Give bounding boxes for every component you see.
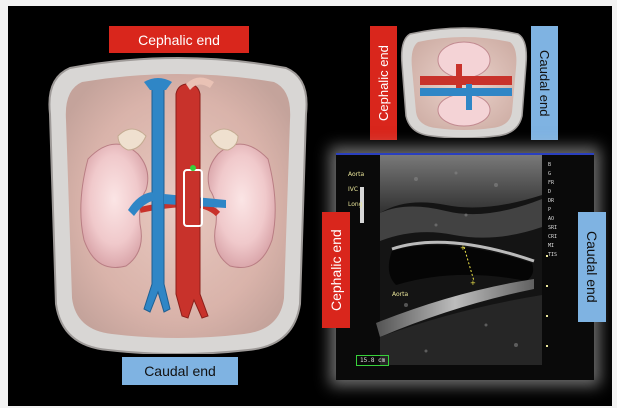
ultrasound-panel: + + Aorta IVC Long Aorta B G FR D DR P A… xyxy=(336,153,594,380)
param-4: DR xyxy=(548,197,557,206)
thumb-lower-kidney xyxy=(438,94,490,126)
param-10: TIS xyxy=(548,251,557,260)
thumb-upper-kidney xyxy=(438,42,490,78)
param-6: AO xyxy=(548,215,557,224)
left-caudal-label: Caudal end xyxy=(122,357,238,385)
abdomen-anatomy-illustration xyxy=(48,54,308,354)
param-2: FR xyxy=(548,179,557,188)
probe-marker-dot xyxy=(190,165,196,171)
annotation-aorta: Aorta xyxy=(348,171,364,178)
svg-text:+: + xyxy=(470,279,476,287)
svg-text:+: + xyxy=(460,244,466,252)
us-caudal-label: Caudal end xyxy=(578,212,606,322)
param-8: CRI xyxy=(548,233,557,242)
left-cephalic-label: Cephalic end xyxy=(109,26,249,53)
param-5: P xyxy=(548,206,557,215)
annotation-long: Long xyxy=(348,201,364,208)
depth-readout: 15.8 cm xyxy=(356,355,389,366)
param-0: B xyxy=(548,161,557,170)
param-9: MI xyxy=(548,242,557,251)
param-3: D xyxy=(548,188,557,197)
annotation-list: Aorta IVC Long xyxy=(348,171,364,208)
thumb-caudal-label: Caudal end xyxy=(531,26,558,140)
param-1: G xyxy=(548,170,557,179)
scan-parameter-list: B G FR D DR P AO SRI CRI MI TIS xyxy=(548,161,557,260)
annotation-aorta-lower: Aorta xyxy=(392,291,408,298)
us-cephalic-label: Cephalic end xyxy=(322,212,350,328)
thumb-cephalic-label: Cephalic end xyxy=(370,26,397,140)
thumb-aorta xyxy=(420,76,512,85)
annotation-ivc: IVC xyxy=(348,186,364,193)
abdomen-thumbnail-illustration xyxy=(400,24,528,138)
param-7: SRI xyxy=(548,224,557,233)
figure-frame: Cephalic end Caudal end Cephalic end Cau… xyxy=(8,6,612,406)
